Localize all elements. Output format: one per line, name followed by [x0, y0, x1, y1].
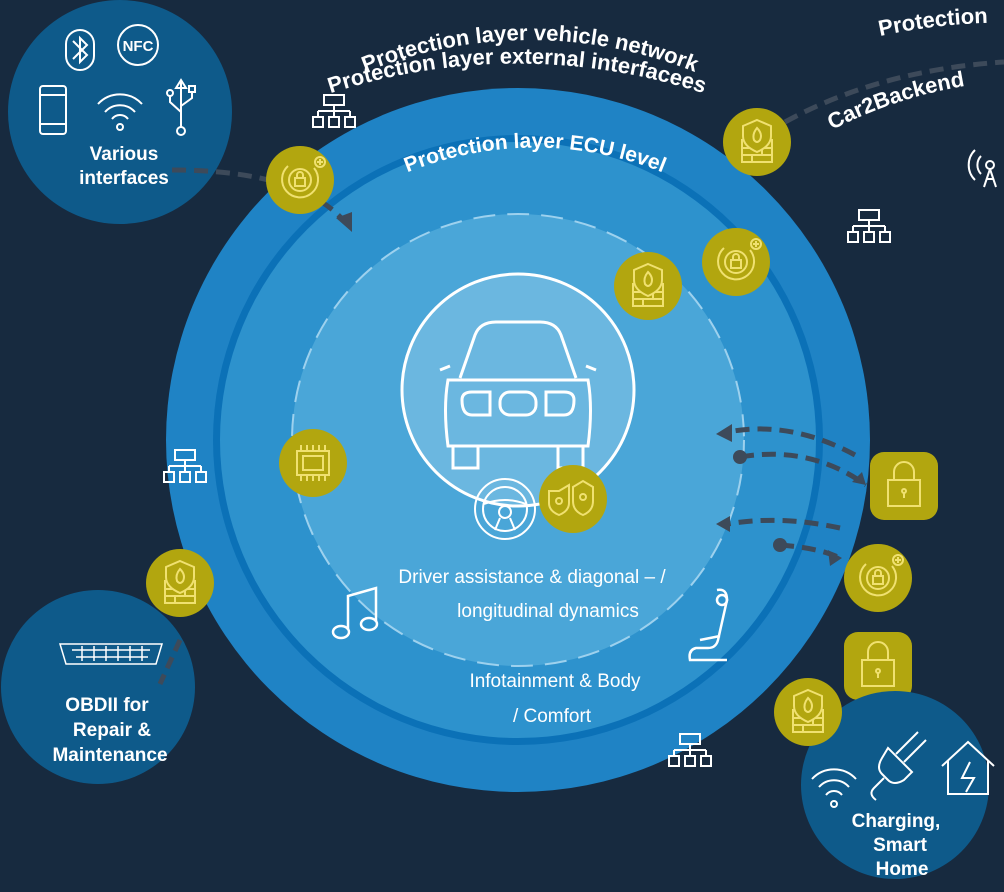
outer-right-arc-label: Protection: [876, 3, 988, 41]
smartphone-icon: [39, 85, 67, 135]
interfaces-label: interfaces: [79, 168, 169, 189]
right-link-lower-return: [727, 517, 841, 531]
chip-icon[interactable]: [279, 429, 347, 497]
seat-icon: [688, 588, 729, 662]
secure-lock-icon[interactable]: [265, 145, 335, 215]
arrow-head: [336, 212, 352, 232]
charging-bubble: Charging, Smart Home: [801, 691, 995, 880]
right-link-upper: [739, 451, 868, 488]
car2backend-link: [783, 59, 1004, 125]
vehicle-core: [400, 272, 636, 508]
obd-label: Repair &: [73, 720, 151, 741]
car-icon: [439, 320, 597, 470]
antenna-icon: [967, 149, 997, 188]
driver-domain-label: Driver assistance & diagonal – /: [398, 567, 666, 588]
lock-icon[interactable]: [843, 631, 913, 701]
shield-icon[interactable]: [539, 465, 607, 533]
infotainment-domain-label: Infotainment & Body: [469, 671, 641, 692]
car2backend-label: Car2Backend: [823, 66, 966, 134]
obd-label: Maintenance: [52, 745, 167, 766]
firewall-icon[interactable]: [145, 548, 215, 618]
charging-label: Charging,: [852, 811, 941, 832]
bluetooth-icon: [65, 29, 95, 71]
firewall-icon[interactable]: [722, 107, 792, 177]
charging-label: Home: [876, 859, 929, 880]
music-note-icon: [331, 586, 379, 640]
wifi-icon: [811, 768, 857, 808]
secure-lock-icon[interactable]: [701, 227, 771, 297]
lock-icon[interactable]: [869, 451, 939, 521]
infotainment-domain-label: / Comfort: [513, 706, 592, 727]
right-link-upper-return: [727, 426, 857, 458]
nfc-icon: NFC: [117, 24, 159, 66]
interfaces-bubble: NFC Various interfaces: [8, 0, 232, 224]
network-topology-icon: [312, 94, 356, 128]
charging-label: Smart: [873, 835, 928, 856]
driver-domain-label: longitudinal dynamics: [457, 601, 639, 622]
firewall-icon[interactable]: [613, 251, 683, 321]
secure-lock-icon[interactable]: [843, 543, 913, 613]
network-topology-icon: [847, 209, 891, 243]
steering-wheel-icon: [474, 478, 536, 540]
interfaces-label: Various: [90, 144, 159, 165]
usb-icon: [166, 78, 196, 136]
smart-home-icon: [941, 740, 995, 795]
svg-text:NFC: NFC: [123, 38, 154, 55]
obd-connector-icon: [58, 643, 164, 665]
wifi-icon: [97, 93, 143, 131]
firewall-icon[interactable]: [773, 677, 843, 747]
interfaces-link: [171, 167, 347, 224]
obd-label: OBDII for: [65, 695, 149, 716]
obd-link: [157, 638, 183, 686]
obd-bubble: OBDII for Repair & Maintenance: [1, 590, 195, 784]
plug-icon: [870, 731, 927, 801]
